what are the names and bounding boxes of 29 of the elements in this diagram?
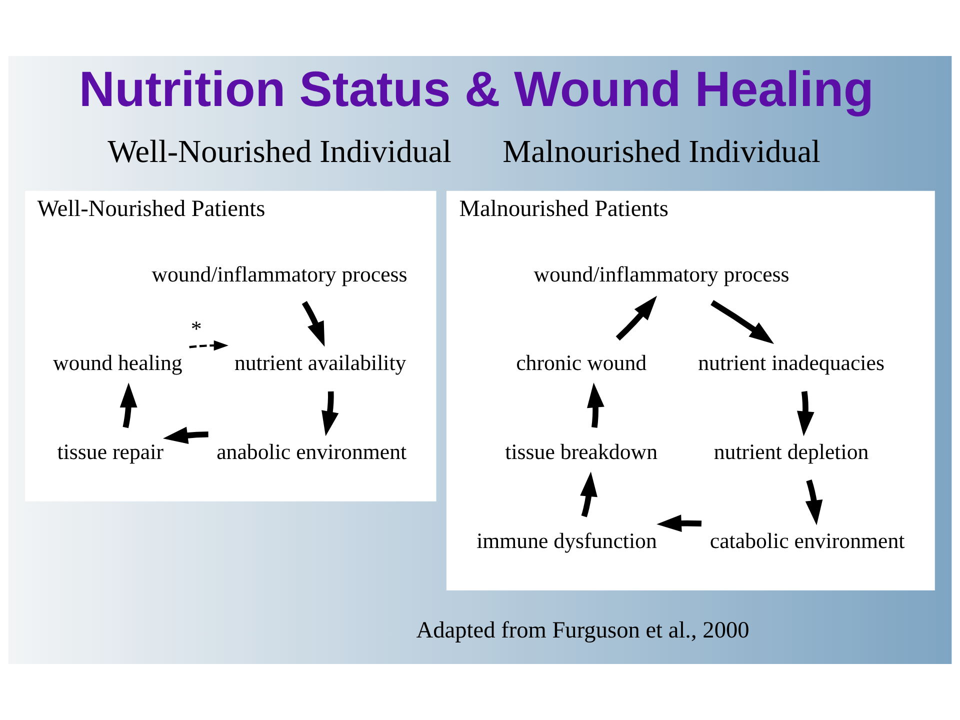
node-text: wound/inflammatory process [152,262,408,286]
arrow [302,301,325,347]
node-text: wound healing [53,351,182,376]
arrow [616,296,658,341]
node-text: immune dysfunction [476,529,657,554]
arrow [580,472,598,518]
arrow [322,391,339,436]
edge-label: * [190,317,202,342]
node-text: tissue breakdown [505,440,658,464]
arrow [587,382,604,428]
arrow [120,382,138,428]
arrow [656,514,702,532]
node-text: nutrient depletion [714,440,869,464]
arrow [805,480,823,526]
node-text: anabolic environment [216,440,407,464]
node-text: chronic wound [516,351,647,376]
node-text: catabolic environment [710,529,905,554]
node-text: tissue repair [57,440,164,464]
node-text: nutrient inadequacies [698,351,884,376]
caption: Adapted from Furguson et al., 2000 [416,617,750,644]
arrow [162,426,208,444]
node-text: nutrient availability [234,351,406,376]
arrow [796,391,814,436]
arrow [710,300,774,344]
label: Malnourished Individual [502,132,820,169]
label: Well-Nourished Individual [108,132,452,169]
node-text: wound/inflammatory process [534,262,790,286]
arrow [189,340,228,351]
diagram-title: Nutrition Status & Wound Healing [79,60,874,117]
